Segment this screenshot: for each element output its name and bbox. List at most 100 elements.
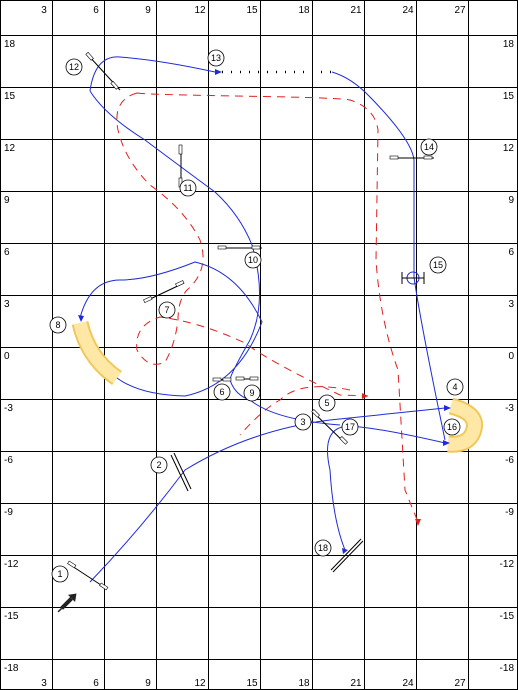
x-tick: 3 bbox=[41, 678, 47, 689]
x-tick: 9 bbox=[145, 678, 151, 689]
obstacle-number-13: 13 bbox=[207, 49, 225, 67]
jumps bbox=[67, 51, 434, 591]
x-tick: 21 bbox=[350, 678, 362, 689]
x-tick: 24 bbox=[402, 5, 414, 16]
obstacle-number-8: 8 bbox=[49, 316, 67, 334]
jump-7 bbox=[143, 280, 185, 303]
tunnel-8-fill bbox=[73, 321, 121, 384]
x-tick: 18 bbox=[298, 5, 310, 16]
obstacle-number-9: 9 bbox=[243, 384, 261, 402]
obstacle-number-10: 10 bbox=[244, 251, 262, 269]
dog-path-arrow-16 bbox=[443, 440, 450, 446]
obstacle-number-4: 4 bbox=[446, 378, 464, 396]
y-tick: 12 bbox=[503, 143, 515, 154]
obstacle-number-18: 18 bbox=[314, 539, 332, 557]
y-tick: 9 bbox=[4, 195, 10, 206]
x-tick: 3 bbox=[41, 5, 47, 16]
start-arrow-icon bbox=[57, 593, 77, 613]
handler-path-mid-arrow bbox=[362, 393, 368, 399]
jump-14 bbox=[389, 155, 434, 160]
y-tick: 0 bbox=[4, 351, 10, 362]
dog-path-arrow-18 bbox=[342, 548, 348, 554]
svg-text:15: 15 bbox=[433, 260, 443, 270]
svg-text:3: 3 bbox=[300, 417, 305, 427]
x-tick: 18 bbox=[298, 678, 310, 689]
jump-1 bbox=[67, 560, 109, 591]
x-tick: 15 bbox=[246, 5, 258, 16]
x-tick: 6 bbox=[93, 5, 99, 16]
jump-18 bbox=[330, 538, 364, 573]
dog-path-arrow-13 bbox=[215, 69, 222, 75]
svg-text:9: 9 bbox=[249, 388, 254, 398]
y-tick: -15 bbox=[500, 611, 515, 622]
obstacle-number-5: 5 bbox=[318, 394, 336, 412]
y-tick: -18 bbox=[4, 663, 19, 674]
x-tick: 6 bbox=[93, 678, 99, 689]
y-tick: -6 bbox=[4, 455, 13, 466]
svg-text:13: 13 bbox=[211, 53, 221, 63]
obstacle-number-3: 3 bbox=[294, 413, 312, 431]
jump-6 bbox=[212, 377, 232, 382]
obstacle-labels: 1 2 3 4 5 6 7 8 9 10 11 12 13 14 15 16 1… bbox=[49, 49, 464, 583]
handler-path-end-arrow bbox=[415, 519, 421, 526]
svg-text:6: 6 bbox=[219, 387, 224, 397]
y-tick: 3 bbox=[4, 299, 10, 310]
dog-path bbox=[79, 56, 446, 583]
y-tick: 0 bbox=[508, 351, 514, 362]
jump-2 bbox=[170, 452, 192, 492]
x-tick: 15 bbox=[246, 678, 258, 689]
obstacle-number-16: 16 bbox=[443, 418, 461, 436]
jump-10 bbox=[217, 245, 262, 250]
dog-path-arrow-4 bbox=[444, 405, 451, 411]
y-tick: 3 bbox=[508, 299, 514, 310]
svg-text:17: 17 bbox=[345, 422, 355, 432]
svg-text:10: 10 bbox=[248, 255, 258, 265]
y-tick: 12 bbox=[4, 143, 16, 154]
jump-3 bbox=[311, 409, 348, 445]
y-tick: -9 bbox=[4, 507, 13, 518]
y-tick: -12 bbox=[4, 559, 19, 570]
y-tick: 6 bbox=[4, 247, 10, 258]
x-ticks-bottom: 3 6 9 12 15 18 21 24 27 bbox=[41, 678, 466, 689]
svg-text:1: 1 bbox=[57, 569, 62, 579]
obstacle-number-15: 15 bbox=[429, 256, 447, 274]
obstacle-number-7: 7 bbox=[158, 301, 176, 319]
y-tick: -3 bbox=[505, 403, 514, 414]
jump-12 bbox=[85, 51, 121, 91]
obstacle-number-6: 6 bbox=[213, 383, 231, 401]
y-ticks-right: 18 15 12 9 6 3 0 -3 -6 -9 -12 -15 -18 bbox=[500, 39, 515, 674]
obstacle-number-11: 11 bbox=[179, 179, 197, 197]
dog-path-arrow-8 bbox=[78, 315, 84, 322]
jump-9 bbox=[235, 376, 259, 381]
y-tick: 6 bbox=[508, 247, 514, 258]
svg-text:4: 4 bbox=[452, 382, 457, 392]
svg-text:11: 11 bbox=[183, 183, 192, 193]
y-tick: 18 bbox=[4, 39, 16, 50]
obstacle-number-14: 14 bbox=[420, 138, 438, 156]
obstacle-number-17: 17 bbox=[341, 418, 359, 436]
y-tick: 18 bbox=[503, 39, 515, 50]
x-tick: 9 bbox=[145, 5, 151, 16]
x-tick: 12 bbox=[194, 5, 206, 16]
svg-text:16: 16 bbox=[447, 422, 457, 432]
y-tick: 15 bbox=[4, 91, 16, 102]
x-tick: 12 bbox=[194, 678, 206, 689]
svg-text:8: 8 bbox=[55, 320, 60, 330]
y-tick: 9 bbox=[508, 195, 514, 206]
handler-path bbox=[116, 92, 419, 523]
y-tick: -9 bbox=[505, 507, 514, 518]
y-ticks-left: 18 15 12 9 6 3 0 -3 -6 -9 -12 -15 -18 bbox=[4, 39, 19, 674]
obstacle-number-1: 1 bbox=[51, 565, 69, 583]
tunnel-16-fill bbox=[447, 399, 481, 451]
y-tick: -12 bbox=[500, 559, 515, 570]
svg-text:12: 12 bbox=[69, 62, 79, 72]
svg-text:14: 14 bbox=[424, 142, 434, 152]
x-tick: 24 bbox=[402, 678, 414, 689]
svg-text:7: 7 bbox=[164, 305, 169, 315]
x-tick: 21 bbox=[350, 5, 362, 16]
obstacle-number-2: 2 bbox=[150, 456, 168, 474]
tire-jump-icon bbox=[401, 271, 425, 285]
